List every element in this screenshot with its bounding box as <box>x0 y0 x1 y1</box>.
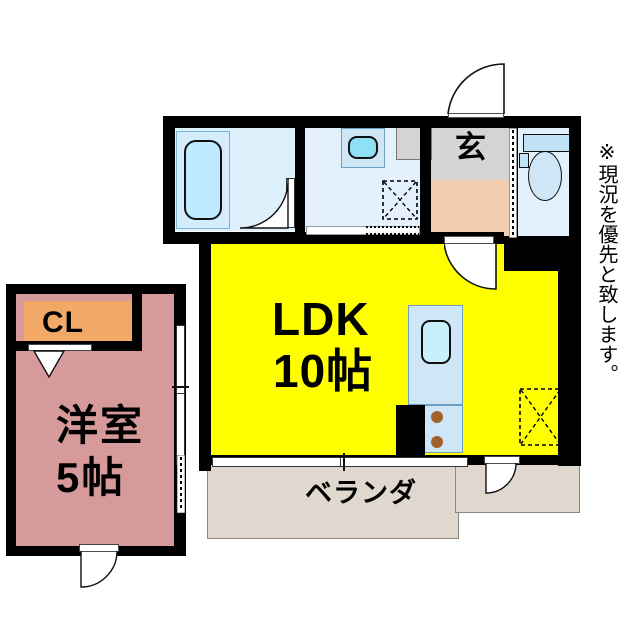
toilet-tank <box>523 134 570 152</box>
label-entrance: 玄 <box>455 130 486 165</box>
room-closet-fill <box>24 301 134 345</box>
wall-bath-washroom <box>295 116 305 236</box>
toilet-bowl <box>528 151 562 201</box>
room-entrance-hall-fill <box>431 127 509 180</box>
toilet-lever <box>519 153 529 168</box>
ldk-veranda-sliding-door[interactable] <box>212 457 344 467</box>
stove-burner-3 <box>431 436 443 448</box>
label-ldk-line1: LDK <box>272 293 370 345</box>
wall-ldk-notch-edge <box>558 236 581 466</box>
bathtub <box>184 140 222 220</box>
entrance-tile-floor <box>431 180 509 240</box>
wall-upper-left <box>163 116 175 244</box>
label-bedroom-line2: 5帖 <box>56 454 126 501</box>
label-ldk-line2: 10帖 <box>273 345 374 397</box>
wall-bedroom-top <box>6 284 186 294</box>
wall-washroom-entrance <box>420 116 431 244</box>
bath-door-swing[interactable] <box>240 178 290 230</box>
closet-door-indicator[interactable] <box>32 350 66 378</box>
bedroom-door-swing[interactable] <box>79 551 123 589</box>
wall-top <box>163 116 581 128</box>
wall-ldk-top <box>163 232 504 244</box>
washing-machine-space <box>382 180 418 220</box>
washbasin <box>348 136 378 159</box>
veranda-door-swing[interactable] <box>484 463 522 495</box>
bedroom-partition-hatch <box>177 455 185 513</box>
wall-closet-right <box>132 294 142 349</box>
entrance-partition-hatch <box>509 128 517 238</box>
wall-entrance-bottom <box>420 236 444 244</box>
room-ldk-fill <box>211 243 571 459</box>
ldk-veranda-sliding-door-2[interactable] <box>340 457 468 467</box>
label-veranda: ベランダ <box>305 478 417 508</box>
hall-to-ldk-door[interactable] <box>444 243 498 291</box>
sliding-door-center-mark <box>343 453 345 471</box>
bedroom-sliding-center-mark <box>172 386 189 388</box>
disclaimer-note: ※現況を優先と致します。 <box>595 140 617 384</box>
kitchen-side-panel <box>396 405 425 455</box>
wall-ldk-left <box>199 243 211 471</box>
wall-bedroom-left <box>6 284 16 556</box>
kitchen-sink <box>421 320 451 364</box>
refrigerator-space <box>519 388 562 446</box>
label-closet: CL <box>42 306 84 339</box>
label-bedroom-line1: 洋室 <box>56 402 145 449</box>
stove-burner-1 <box>431 411 443 423</box>
entrance-door[interactable] <box>446 62 508 114</box>
washroom-threshold-hatch <box>306 226 420 235</box>
